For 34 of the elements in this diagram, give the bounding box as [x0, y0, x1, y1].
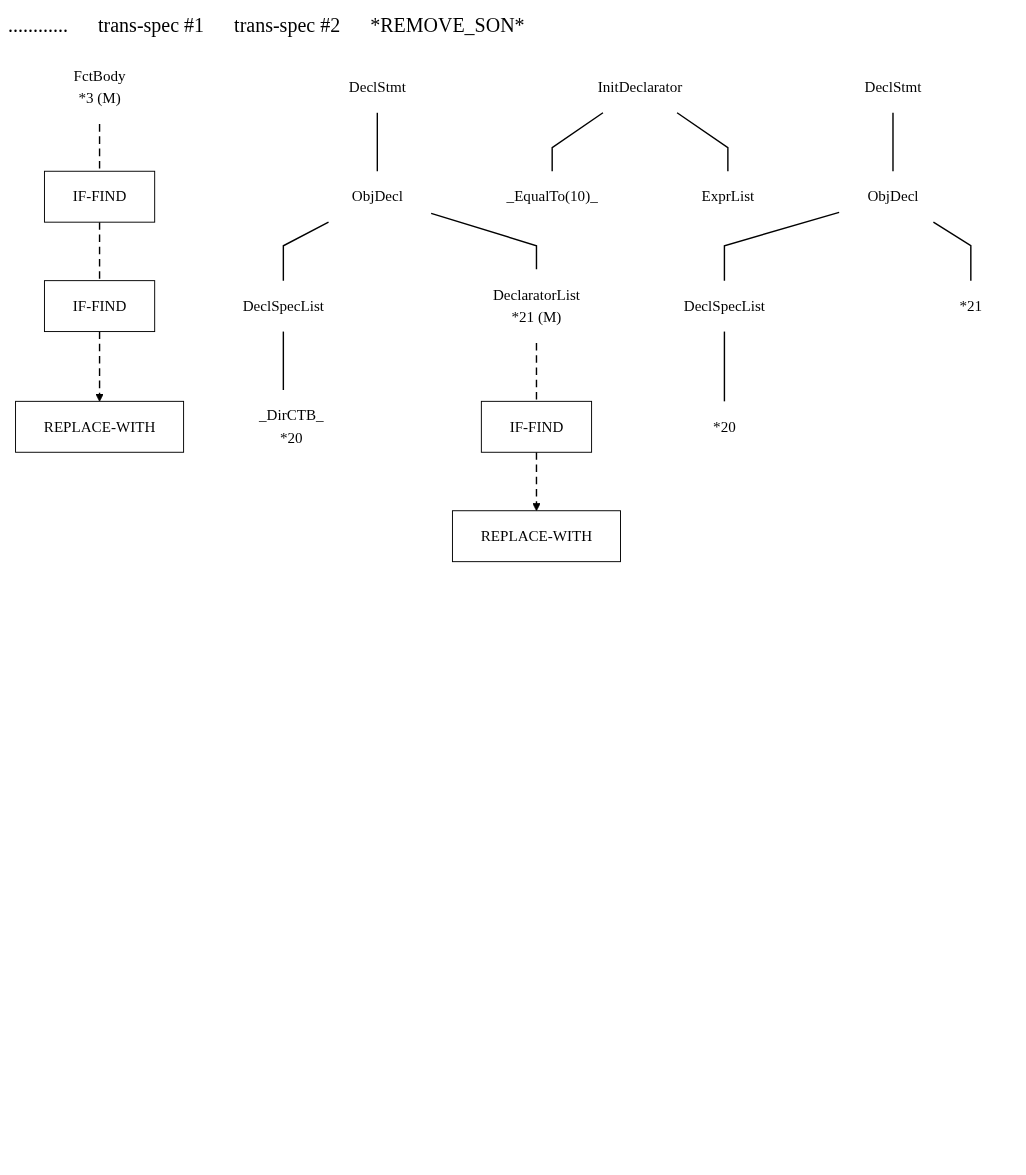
node-box: REPLACE-WITH: [451, 510, 621, 563]
connector: [551, 112, 604, 172]
connector: [282, 330, 285, 391]
connector: [676, 112, 729, 172]
node-box: IF-FIND: [480, 400, 593, 453]
note-text: ............: [8, 14, 68, 37]
node-text: DeclStmt: [348, 78, 406, 95]
connector: [98, 221, 101, 282]
connector: [376, 112, 379, 172]
node-box: IF-FIND: [44, 280, 156, 333]
node-text: *20: [713, 418, 736, 435]
node-text: FctBody *3 (M): [73, 67, 126, 107]
arrow: [532, 451, 541, 512]
node-text: *21: [959, 297, 983, 314]
node-text: _EqualTo(10)_: [506, 188, 598, 205]
node-text: DeclSpecList: [242, 297, 324, 314]
connector: [892, 112, 894, 172]
connector: [723, 330, 726, 403]
note-text: trans-spec #1: [98, 14, 205, 37]
connector: [430, 212, 538, 271]
note-text: trans-spec #2: [234, 14, 341, 37]
connector: [723, 211, 840, 282]
node-text: DeclStmt: [864, 78, 922, 95]
node-text: _DirCTB_ *20: [259, 407, 324, 446]
node-text: DeclSpecList: [683, 297, 766, 314]
node-box: REPLACE-WITH: [15, 400, 185, 453]
note-text: *REMOVE_SON*: [370, 14, 525, 37]
arrow: [95, 330, 104, 402]
node-text: DeclaratorList *21 (M): [492, 286, 581, 325]
node-text: ObjDecl: [867, 188, 919, 205]
node-text: InitDeclarator: [597, 78, 683, 95]
node-text: ObjDecl: [351, 188, 403, 205]
node-box: IF-FIND: [44, 170, 156, 223]
node-text: ExprList: [701, 188, 755, 205]
